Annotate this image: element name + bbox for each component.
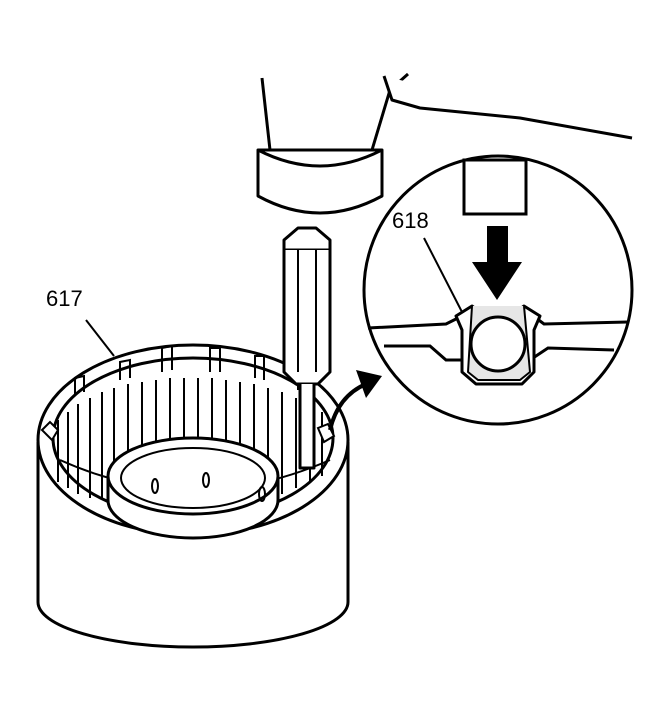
label-617: 617: [46, 286, 83, 311]
check-ball: [469, 315, 527, 373]
hammer: [256, 72, 633, 215]
curved-arrow-icon: [328, 370, 382, 431]
detail-punch-tip: [462, 158, 528, 216]
leader-lines: [85, 237, 463, 357]
label-618: 618: [392, 208, 429, 233]
detail-inset: [362, 154, 634, 426]
clutch-splines: [57, 344, 331, 502]
punch-tool: [282, 226, 332, 470]
inner-hub: [106, 436, 280, 540]
down-arrow-icon: [472, 226, 522, 300]
